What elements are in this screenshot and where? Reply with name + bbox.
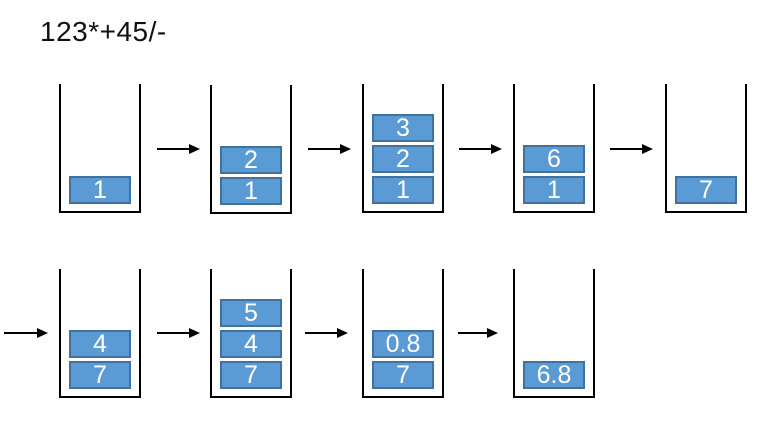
arrow-shaft: [610, 148, 642, 150]
stack-item: 2: [372, 145, 434, 173]
stack-item: 6: [523, 145, 585, 173]
arrow-shaft: [4, 332, 37, 334]
stack-7: 5 4 7: [210, 269, 292, 398]
arrow-shaft: [305, 332, 337, 334]
stack-item: 1: [523, 176, 585, 204]
stack-item: 7: [372, 361, 434, 389]
stack-5: 7: [665, 84, 747, 213]
arrow-head: [189, 144, 200, 154]
arrow-head: [337, 328, 348, 338]
arrow-right-icon: [459, 144, 502, 154]
stack-item: 7: [69, 361, 131, 389]
stack-item: 1: [220, 177, 282, 205]
arrow-head: [487, 328, 498, 338]
stack-item: 2: [220, 146, 282, 174]
expression-title: 123*+45/-: [40, 16, 167, 47]
arrow-right-icon: [308, 144, 351, 154]
arrow-right-icon: [157, 328, 200, 338]
stack-item: 0.8: [372, 330, 434, 358]
stack-item: 4: [220, 330, 282, 358]
arrow-head: [37, 328, 48, 338]
arrow-shaft: [458, 332, 487, 334]
stack-item: 6.8: [523, 361, 585, 389]
arrow-right-icon: [4, 328, 48, 338]
stack-3: 3 2 1: [362, 84, 444, 213]
arrow-head: [642, 144, 653, 154]
arrow-right-icon: [458, 328, 498, 338]
stack-item: 1: [372, 176, 434, 204]
arrow-head: [340, 144, 351, 154]
stack-item: 4: [69, 330, 131, 358]
arrow-right-icon: [157, 144, 200, 154]
arrow-shaft: [157, 148, 189, 150]
arrow-shaft: [308, 148, 340, 150]
stack-item: 3: [372, 114, 434, 142]
arrow-shaft: [459, 148, 491, 150]
stack-1: 1: [59, 84, 141, 213]
arrow-right-icon: [305, 328, 348, 338]
arrow-right-icon: [610, 144, 653, 154]
arrow-head: [491, 144, 502, 154]
stack-item: 1: [69, 176, 131, 204]
arrow-head: [189, 328, 200, 338]
stack-item: 7: [675, 176, 737, 204]
stack-9: 6.8: [513, 269, 595, 398]
stack-item: 5: [220, 299, 282, 327]
arrow-shaft: [157, 332, 189, 334]
stack-item: 7: [220, 361, 282, 389]
